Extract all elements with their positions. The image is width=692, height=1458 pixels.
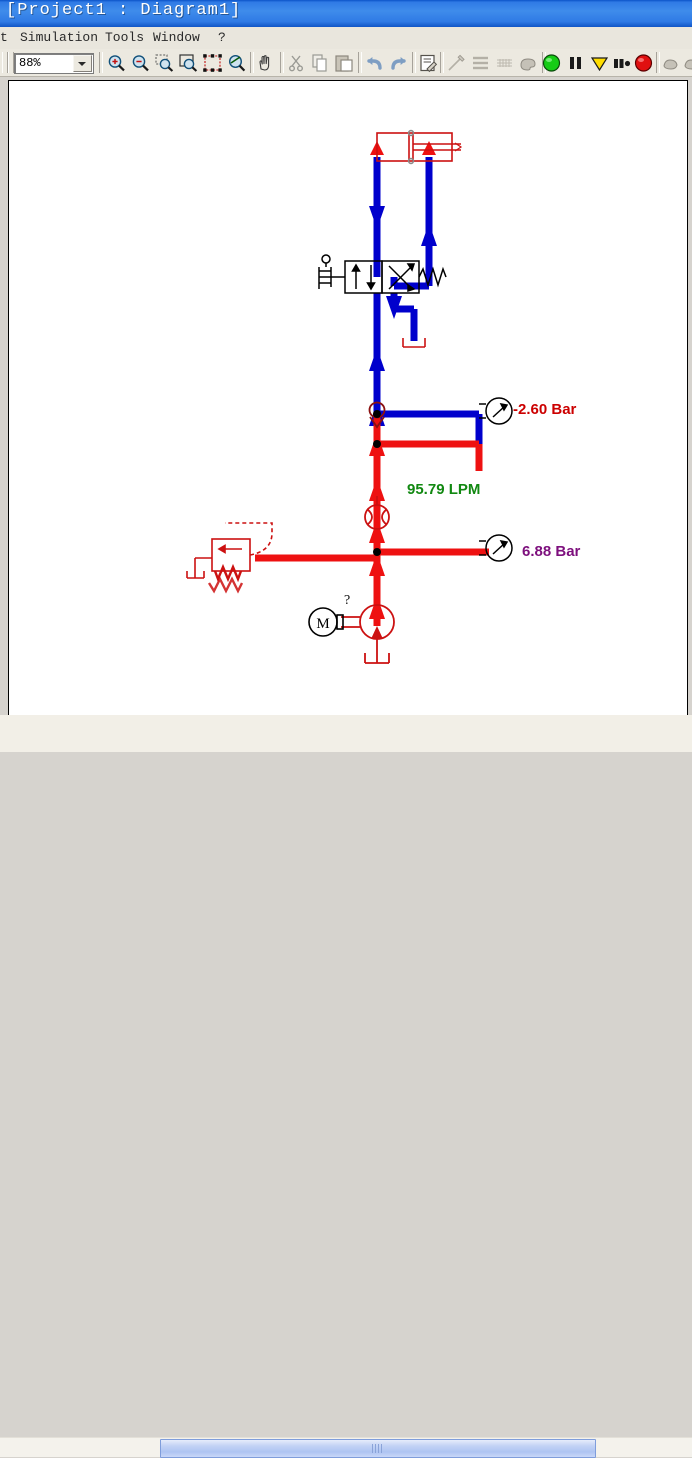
electric-motor (308, 607, 344, 637)
pan-hand-icon[interactable] (255, 53, 276, 73)
draw-line-icon[interactable] (446, 53, 467, 73)
paste-icon[interactable] (334, 53, 355, 73)
toolbar-separator-3 (280, 52, 284, 73)
pump-unknown-label: ? (344, 593, 351, 608)
simulation-step-icon[interactable] (611, 53, 632, 73)
zoom-level-value: 88% (19, 56, 41, 70)
simulation-stop-icon[interactable] (633, 53, 654, 73)
flow-meter (364, 496, 390, 530)
toolbar-grip-2[interactable] (8, 52, 14, 73)
chevron-down-icon[interactable] (73, 55, 92, 72)
toolbar: 88% (0, 49, 692, 77)
more-icon[interactable] (683, 53, 692, 73)
toolbar-separator-2 (250, 52, 254, 73)
simulation-pause-icon[interactable] (565, 53, 586, 73)
toolbar-grip-1[interactable] (2, 52, 8, 73)
status-area (0, 715, 692, 1458)
flow-meter-reading: 95.79 LPM (407, 481, 481, 498)
properties-icon[interactable] (418, 53, 439, 73)
zoom-selection-icon[interactable] (154, 53, 175, 73)
diagram-canvas[interactable]: M (8, 80, 688, 716)
toolbar-separator-1 (99, 52, 103, 73)
menu-bar: t Simulation Tools Window ? (0, 27, 692, 50)
pressure-gauge-lower (479, 534, 513, 562)
pressure-gauge-reading-upper: -2.60 Bar (513, 401, 577, 418)
menu-item-window[interactable]: Window (153, 30, 200, 45)
horizontal-scrollbar[interactable] (0, 1437, 692, 1458)
toolbar-separator-5 (412, 52, 416, 73)
scrollbar-grip-icon (372, 1444, 384, 1453)
reservoir-tank-valve (402, 338, 426, 348)
undo-icon[interactable] (364, 53, 385, 73)
zoom-fit-icon[interactable] (202, 53, 223, 73)
double-acting-cylinder (376, 129, 463, 165)
zoom-in-icon[interactable] (106, 53, 127, 73)
zoom-previous-icon[interactable] (226, 53, 247, 73)
component-library-icon[interactable] (661, 53, 682, 73)
horizontal-scrollbar-thumb[interactable] (160, 1439, 596, 1458)
layers-icon[interactable] (470, 53, 491, 73)
menu-item-edit[interactable]: t (0, 30, 8, 45)
motor-label: M (316, 616, 329, 632)
zoom-window-icon[interactable] (178, 53, 199, 73)
pressure-gauge-upper (479, 397, 513, 425)
cut-icon[interactable] (286, 53, 307, 73)
zoom-level-combobox[interactable]: 88% (14, 53, 94, 74)
window-title: [Project1 : Diagram1] (6, 1, 242, 20)
copy-icon[interactable] (310, 53, 331, 73)
pressure-gauge-reading-lower: 6.88 Bar (522, 543, 581, 560)
simulation-slowmotion-icon[interactable] (589, 53, 610, 73)
menu-item-tools[interactable]: Tools (105, 30, 145, 45)
paint-icon[interactable] (518, 53, 539, 73)
toolbar-separator-8 (656, 52, 660, 73)
grid-icon[interactable] (494, 53, 515, 73)
hydraulic-circuit: M (9, 81, 687, 715)
pressure-relief-valve (186, 522, 273, 594)
title-bar: [Project1 : Diagram1] (0, 0, 692, 27)
hydraulic-pump (341, 604, 395, 664)
directional-control-valve-4-2 (318, 254, 447, 294)
redo-icon[interactable] (388, 53, 409, 73)
circuit-schematic: M (186, 129, 513, 664)
menu-item-help[interactable]: ? (218, 30, 226, 45)
junction-dots (373, 410, 381, 556)
toolbar-separator-6 (440, 52, 444, 73)
simulation-run-icon[interactable] (541, 53, 562, 73)
zoom-out-icon[interactable] (130, 53, 151, 73)
menu-item-simulation[interactable]: Simulation (20, 30, 99, 45)
toolbar-separator-4 (358, 52, 362, 73)
